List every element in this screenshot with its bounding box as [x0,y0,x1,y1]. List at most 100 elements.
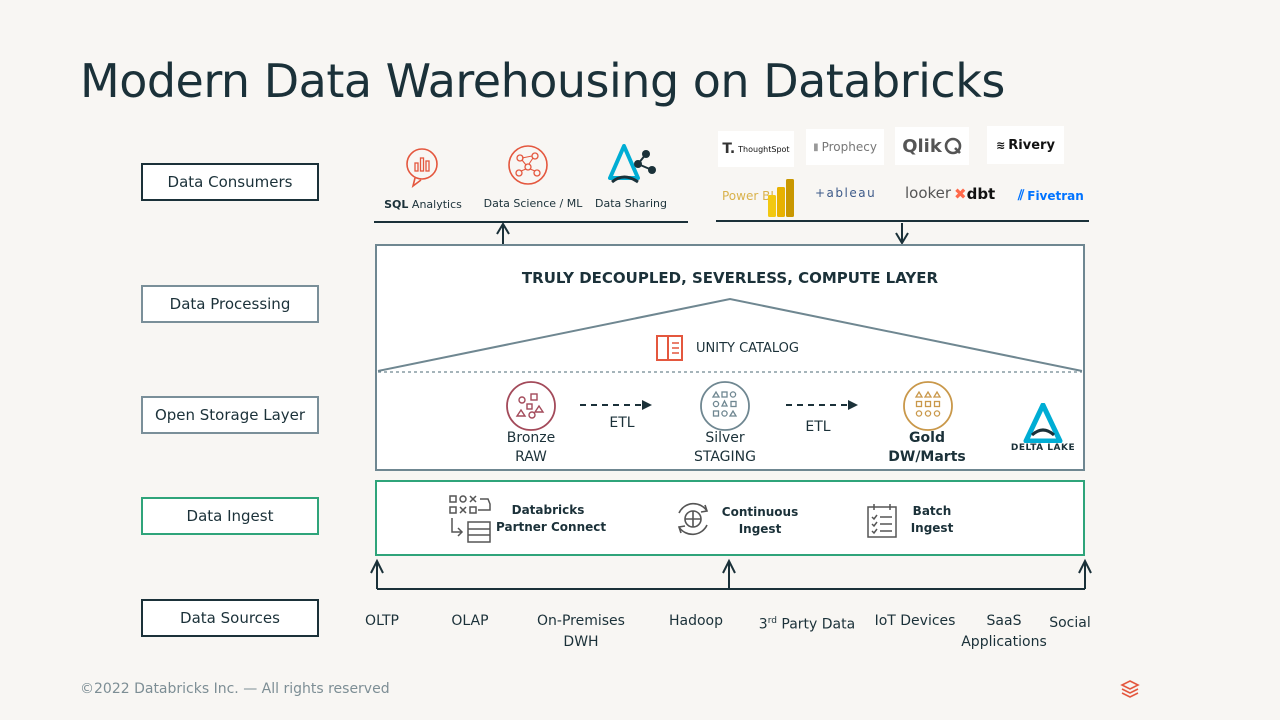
source-iot: IoT Devices [874,613,956,629]
thoughtspot-icon: T. [722,141,736,157]
data-sharing-caption: Data Sharing [595,197,667,210]
dbt-logo: ✖dbt [954,184,995,203]
looker-logo: looker [905,184,952,202]
batch-ingest-label: Batch Ingest [900,503,964,537]
batch-ingest-line1: Batch [912,504,952,518]
copyright-footer: ©2022 Databricks Inc. — All rights reser… [80,681,390,697]
etl-label-1: ETL [609,415,635,431]
source-oltp: OLTP [365,613,399,629]
fivetran-text: Fivetran [1027,189,1084,203]
rivery-text: Rivery [1008,137,1055,153]
layer-label: Data Ingest [186,507,274,525]
rivery-icon: ≋ [996,138,1006,152]
continuous-ingest-line1: Continuous [721,505,799,519]
compute-layer-heading: TRULY DECOUPLED, SEVERLESS, COMPUTE LAYE… [521,269,939,287]
silver-label: Silver STAGING [680,429,770,467]
partner-connect-icon [449,495,491,543]
continuous-ingest-label: Continuous Ingest [718,504,802,538]
sql-analytics-caption: SQL Analytics [378,198,468,211]
delta-lake-icon [1023,403,1063,443]
layer-data-sources: Data Sources [141,599,319,637]
rivery-logo: ≋ Rivery [987,126,1064,164]
ingest-arrow-right-head [1078,558,1092,574]
dbt-text: dbt [966,185,996,203]
prophecy-logo: ▮ Prophecy [806,129,884,165]
partner-connect-line1: Databricks [511,503,585,517]
source-hadoop: Hadoop [668,613,723,629]
sql-bold-text: SQL [384,198,409,211]
ds-ml-caption: Data Science / ML [483,197,583,210]
qlik-logo: Qlik [895,127,969,165]
source-onprem-line2: DWH [563,634,599,650]
unity-catalog-label: UNITY CATALOG [696,341,799,356]
sql-analytics-icon [406,148,438,188]
source-social: Social [1049,615,1091,631]
etl-arrow-1-head [642,400,652,410]
catalog-roof [377,297,1083,372]
data-science-ml-icon [508,145,548,185]
dbt-icon: ✖ [954,185,967,203]
layer-data-ingest: Data Ingest [141,497,319,535]
silver-name: Silver [705,430,745,446]
layer-label: Data Consumers [167,173,293,191]
bronze-label: Bronze RAW [490,429,572,467]
source-onprem-dwh: On-Premises DWH [528,611,634,653]
fivetran-logo: ⫽Fivetran [1018,185,1084,204]
delta-lake-label: DELTA LAKE [1010,443,1076,453]
source-saas-line2: Applications [961,634,1047,650]
ingest-arrow-center-head [722,558,736,574]
third-party-number: 3 [758,616,768,633]
source-saas: SaaS Applications [958,611,1050,653]
qlik-q-icon [944,137,962,155]
bronze-icon [506,381,556,431]
silver-icon [700,381,750,431]
layer-label: Data Sources [180,609,280,627]
gold-name: Gold [909,430,945,446]
ingest-frame [375,480,1085,556]
layer-open-storage: Open Storage Layer [141,396,319,434]
bronze-name: Bronze [506,430,556,446]
continuous-ingest-line2: Ingest [738,522,782,536]
fivetran-icon: ⫽ [1018,188,1025,204]
gold-sub: DW/Marts [888,449,966,465]
powerbi-icon [768,179,794,217]
page-title: Modern Data Warehousing on Databricks [80,54,1005,108]
source-third-party: 3rd Party Data [756,611,858,636]
silver-sub: STAGING [694,449,756,465]
tableau-logo: +ableau [815,186,877,200]
continuous-ingest-icon [677,502,709,536]
thoughtspot-text: ThoughtSpot [738,144,790,154]
source-olap: OLAP [451,613,489,629]
databricks-logo-icon [1120,680,1140,698]
powerbi-text: Power BI [722,189,774,203]
layer-data-consumers: Data Consumers [141,163,319,201]
arrow-to-consumers-head [496,222,510,235]
layer-label: Data Processing [169,295,291,313]
delta-sharing-icon [608,144,656,184]
third-party-text: Party Data [776,616,856,633]
gold-icon [903,381,953,431]
source-onprem-line1: On-Premises [537,613,625,629]
unity-catalog-icon [656,335,683,361]
batch-ingest-line2: Ingest [910,521,954,535]
gold-label: Gold DW/Marts [880,429,974,467]
thoughtspot-logo: T. ThoughtSpot [718,131,794,167]
arrow-from-partners-head [895,232,909,245]
bronze-sub: RAW [515,449,547,465]
ingest-arrow-left-head [370,558,384,574]
third-party-sup: rd [767,616,777,626]
source-saas-line1: SaaS [986,613,1022,629]
partner-connect-label: Databricks Partner Connect [496,502,607,536]
etl-label-2: ETL [805,419,831,435]
prophecy-icon: ▮ [813,141,819,153]
sql-rest-text: Analytics [408,198,462,211]
compute-storage-frame [375,244,1085,471]
etl-arrow-2-head [848,400,858,410]
partner-connect-line2: Partner Connect [496,520,607,534]
qlik-text: Qlik [902,135,942,157]
layer-label: Open Storage Layer [154,406,306,424]
layer-data-processing: Data Processing [141,285,319,323]
prophecy-text: Prophecy [821,140,877,154]
batch-ingest-icon [867,504,897,538]
